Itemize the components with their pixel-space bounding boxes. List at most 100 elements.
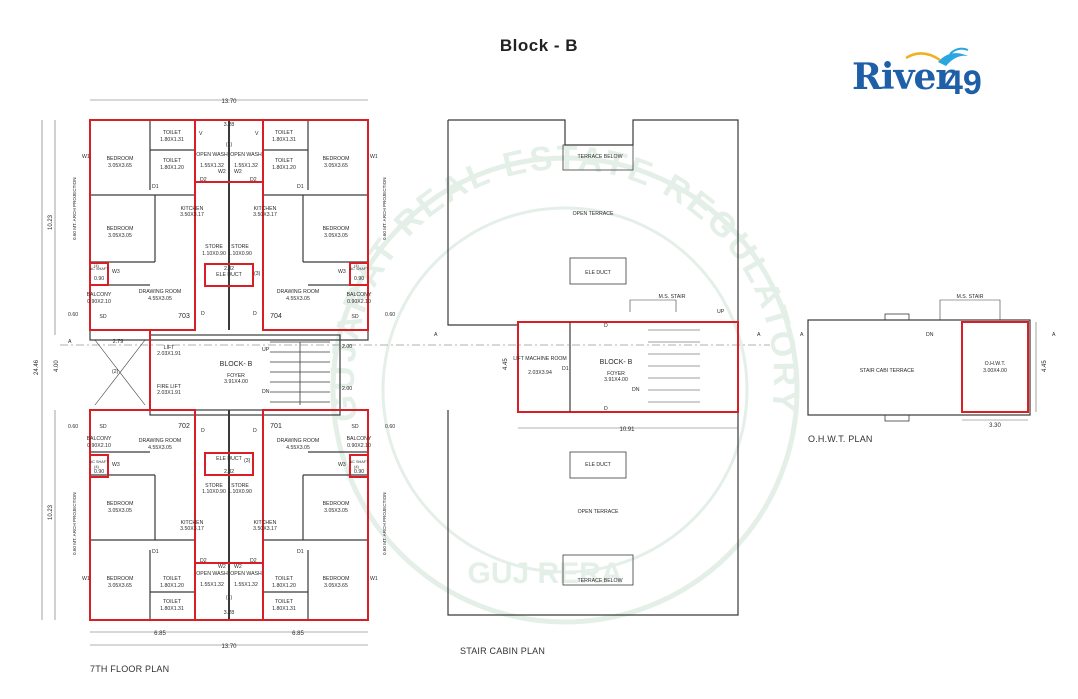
window-w2-tl: W2 bbox=[218, 169, 226, 175]
store-bl-label: STORE bbox=[205, 483, 223, 489]
dim-duct-bottom: 2.32 bbox=[224, 469, 234, 475]
toilet-tr1-label: TOILET bbox=[275, 130, 294, 136]
cabin-d-top: D bbox=[604, 323, 608, 329]
marker-4-tr: (4) bbox=[354, 263, 360, 268]
dim-ac-top-left: 0.90 bbox=[94, 276, 104, 282]
ohwt-section-a-right: A bbox=[1052, 332, 1056, 338]
toilet-br1-label: TOILET bbox=[275, 576, 294, 582]
door-d-tr: D bbox=[253, 311, 257, 317]
kitchen-br-label: KITCHEN bbox=[254, 520, 277, 526]
section-a-left: A bbox=[68, 339, 72, 345]
balcony-tr-size: 0.90X2.10 bbox=[347, 299, 371, 305]
marker-4-br: (4) bbox=[354, 464, 360, 469]
door-d1-br: D1 bbox=[297, 549, 304, 555]
door-d2-tl: D2 bbox=[200, 177, 207, 183]
wash-tr-label: OPEN WASH bbox=[230, 152, 262, 158]
window-w2-tr: W2 bbox=[234, 169, 242, 175]
upper-depth-dim: 10.23 bbox=[48, 214, 54, 230]
bedroom-br1-label: BEDROOM bbox=[323, 501, 350, 507]
unit-704: 704 bbox=[270, 313, 282, 320]
bedroom-mr-label: BEDROOM bbox=[323, 226, 350, 232]
terrace-below-top: TERRACE BELOW bbox=[578, 154, 623, 160]
toilet-tl1-size: 1.80X1.31 bbox=[160, 137, 184, 143]
wave-icon bbox=[905, 47, 969, 66]
bedroom-bl1-size: 3.05X3.05 bbox=[108, 508, 132, 514]
ac-shaft-tl: AC SHAFT bbox=[90, 267, 109, 271]
window-w2-bl: W2 bbox=[218, 564, 226, 570]
window-w3-bl: W3 bbox=[112, 462, 120, 468]
bedroom-bl2-label: BEDROOM bbox=[107, 576, 134, 582]
toilet-tl2-label: TOILET bbox=[163, 158, 182, 164]
seventh-floor-plan bbox=[41, 99, 770, 646]
wash-tl-label: OPEN WASH bbox=[196, 152, 228, 158]
dim-duct-top: 2.32 bbox=[224, 266, 234, 272]
cabin-depth-dim: 4.45 bbox=[503, 358, 509, 370]
rera-watermark: GUJARAT REAL ESTATE REGULATORY AUTHORITY… bbox=[0, 0, 801, 625]
door-d1-bl: D1 bbox=[152, 549, 159, 555]
block-label: BLOCK- B bbox=[220, 361, 253, 368]
overall-depth-dim: 24.46 bbox=[34, 359, 40, 375]
bedroom-br1-size: 3.05X3.05 bbox=[324, 508, 348, 514]
balcony-tr-label: BALCONY bbox=[347, 292, 372, 298]
cabin-section-a-left: A bbox=[434, 332, 438, 338]
bedroom-tl-size: 3.05X3.65 bbox=[108, 163, 132, 169]
projection-label-bl: 0.60 MT. ARCH PROJECTION bbox=[72, 492, 77, 555]
marker-4-tl: (4) bbox=[94, 263, 100, 268]
seventh-floor-labels: 13.70 13.70 6.85 6.85 24.46 10.23 10.23 … bbox=[34, 99, 395, 650]
kitchen-bl-label: KITCHEN bbox=[181, 520, 204, 526]
sd-tr: SD bbox=[351, 314, 358, 320]
cabin-width-dim: 10.91 bbox=[619, 427, 635, 433]
lmr-size: 2.03X3.94 bbox=[528, 370, 552, 376]
drawing-tr-label: DRAWING ROOM bbox=[277, 289, 319, 295]
kitchen-tr-size: 3.50X3.17 bbox=[253, 212, 277, 218]
ohwt-plan bbox=[807, 299, 1037, 422]
window-w1-bl: W1 bbox=[82, 576, 90, 582]
fire-lift-label: FIRE LIFT bbox=[157, 384, 182, 390]
ele-duct-bottom-label: ELE DUCT bbox=[216, 456, 242, 462]
dim-left-top: 0.60 bbox=[68, 312, 78, 318]
kitchen-br-size: 3.50X3.17 bbox=[253, 526, 277, 532]
dim-lift-width: 2.79 bbox=[113, 339, 124, 345]
ohwt-width-dim: 3.30 bbox=[989, 423, 1001, 429]
toilet-tr2-label: TOILET bbox=[275, 158, 294, 164]
toilet-br1-size: 1.80X1.20 bbox=[272, 583, 296, 589]
sd-tl: SD bbox=[99, 314, 106, 320]
drawing-br-size: 4.55X3.05 bbox=[286, 445, 310, 451]
marker-4-bl: (4) bbox=[94, 464, 100, 469]
door-d2-bl: D2 bbox=[200, 558, 207, 564]
lower-depth-dim: 10.23 bbox=[48, 504, 54, 520]
door-d1-tr: D1 bbox=[297, 184, 304, 190]
ele-duct-cabin-bottom: ELE DUCT bbox=[585, 462, 611, 468]
marker-1-bottom: (1) bbox=[226, 595, 233, 601]
store-tr-label: STORE bbox=[231, 244, 249, 250]
ele-duct-cabin-top: ELE DUCT bbox=[585, 270, 611, 276]
ohwt-tank-label: O.H.W.T. bbox=[985, 361, 1006, 367]
door-d-bl: D bbox=[201, 428, 205, 434]
ohwt-tank-size: 3.00X4.00 bbox=[983, 368, 1007, 374]
dim-bottom-wash: 3.28 bbox=[224, 610, 235, 616]
balcony-bl-label: BALCONY bbox=[87, 436, 112, 442]
wash-tr-size: 1.55X1.32 bbox=[234, 163, 258, 169]
toilet-bl1-label: TOILET bbox=[163, 576, 182, 582]
store-br-size: 1.10X0.90 bbox=[228, 489, 252, 495]
wash-bl-label: OPEN WASH bbox=[196, 571, 228, 577]
ohwt-section-a-left: A bbox=[800, 332, 804, 338]
cabin-foyer-label: FOYER bbox=[607, 371, 625, 377]
drawing-bl-size: 4.55X3.05 bbox=[148, 445, 172, 451]
dim-left-bottom: 0.60 bbox=[68, 424, 78, 430]
overall-width-dim: 13.70 bbox=[221, 99, 237, 105]
bedroom-tl-label: BEDROOM bbox=[107, 156, 134, 162]
stair-cabin-caption: STAIR CABIN PLAN bbox=[460, 646, 546, 656]
logo-word: River bbox=[852, 56, 954, 98]
wash-bl-size: 1.55X1.32 bbox=[200, 582, 224, 588]
ac-shaft-bl: AC SHAFT bbox=[90, 460, 109, 464]
balcony-br-size: 0.90X2.10 bbox=[347, 443, 371, 449]
unit-703: 703 bbox=[178, 313, 190, 320]
door-d1-tl: D1 bbox=[152, 184, 159, 190]
terrace-below-bottom: TERRACE BELOW bbox=[578, 578, 623, 584]
window-w1-br: W1 bbox=[370, 576, 378, 582]
stair-cabin-plan bbox=[447, 119, 739, 616]
door-d-br: D bbox=[253, 428, 257, 434]
store-bl-size: 1.10X0.90 bbox=[202, 489, 226, 495]
lift-label: LIFT bbox=[164, 345, 175, 351]
